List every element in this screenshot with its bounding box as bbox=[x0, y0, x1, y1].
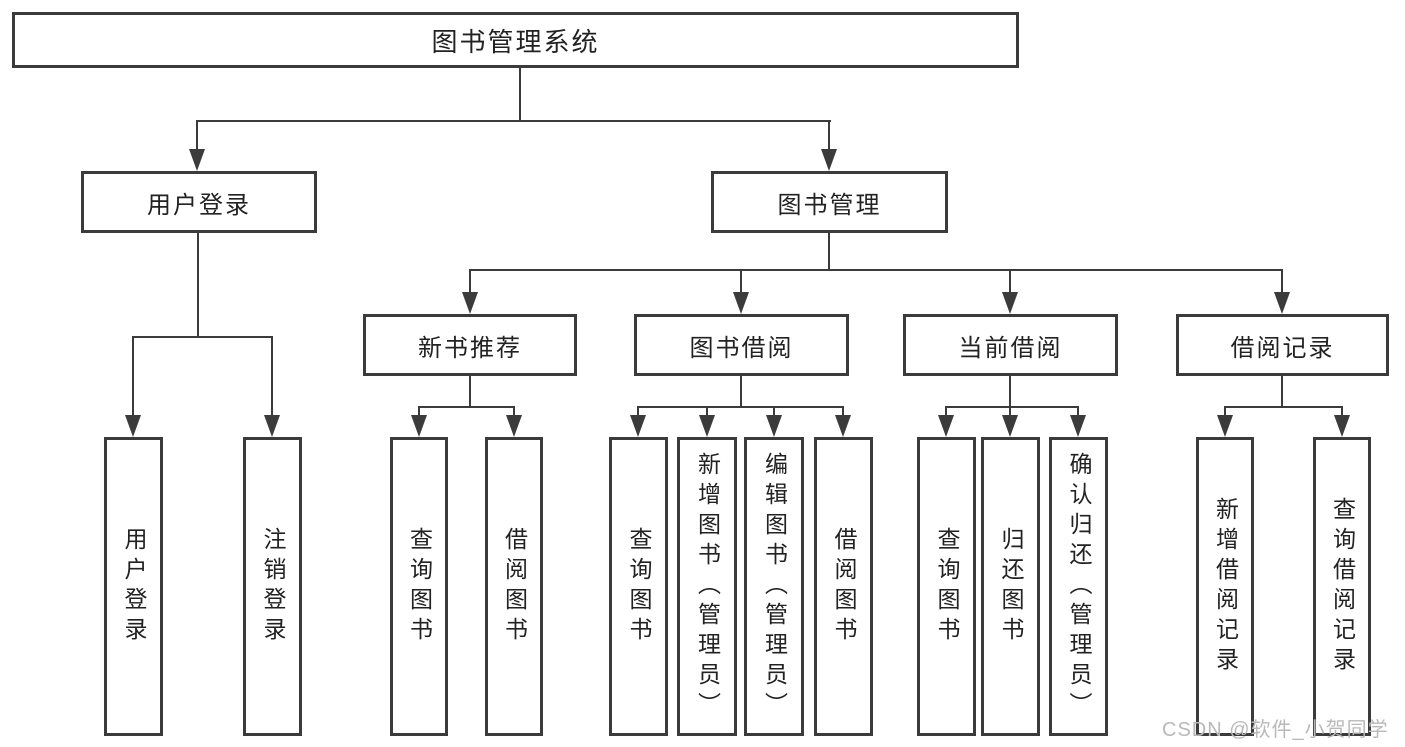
connector-line bbox=[271, 336, 273, 417]
leaf-newbooks-query-books: 查询图书 bbox=[390, 437, 448, 736]
arrow-down-icon bbox=[630, 415, 646, 437]
leaf-records-query-record: 查询借阅记录 bbox=[1313, 437, 1371, 736]
node-user-login: 用户登录 bbox=[81, 171, 317, 233]
arrow-down-icon bbox=[835, 415, 851, 437]
connector-line bbox=[196, 120, 831, 122]
connector-line bbox=[196, 120, 198, 151]
connector-line bbox=[469, 269, 1283, 271]
connector-line bbox=[637, 406, 639, 416]
connector-line bbox=[132, 336, 134, 417]
leaf-newbooks-borrow-books: 借阅图书 bbox=[485, 437, 543, 736]
connector-line bbox=[740, 269, 742, 294]
connector-line bbox=[828, 120, 830, 151]
leaf-borrow-query-books: 查询图书 bbox=[609, 437, 668, 736]
connector-line bbox=[1341, 406, 1343, 416]
leaf-user-login: 用户登录 bbox=[104, 437, 163, 736]
node-library-management-system: 图书管理系统 bbox=[12, 12, 1019, 68]
arrow-down-icon bbox=[733, 292, 749, 314]
connector-line bbox=[1077, 406, 1079, 416]
connector-line bbox=[418, 406, 515, 408]
connector-line bbox=[1281, 269, 1283, 294]
arrow-down-icon bbox=[938, 415, 954, 437]
connector-line bbox=[706, 406, 708, 416]
node-borrowing-records: 借阅记录 bbox=[1176, 314, 1389, 376]
arrow-down-icon bbox=[1070, 415, 1086, 437]
arrow-down-icon bbox=[1334, 415, 1350, 437]
connector-line bbox=[828, 232, 830, 271]
leaf-current-confirm-return-admin: 确认归还（管理员） bbox=[1049, 437, 1108, 736]
connector-line bbox=[1009, 406, 1011, 416]
connector-line bbox=[740, 375, 742, 408]
connector-line bbox=[513, 406, 515, 416]
leaf-logout: 注销登录 bbox=[243, 437, 302, 736]
arrow-down-icon bbox=[264, 415, 280, 437]
arrow-down-icon bbox=[699, 415, 715, 437]
node-new-book-recommendation: 新书推荐 bbox=[363, 314, 577, 376]
node-book-borrowing: 图书借阅 bbox=[634, 314, 849, 376]
arrow-down-icon bbox=[1002, 292, 1018, 314]
connector-line bbox=[945, 406, 947, 416]
connector-line bbox=[637, 406, 843, 408]
arrow-down-icon bbox=[1217, 415, 1233, 437]
connector-line bbox=[519, 67, 521, 122]
leaf-borrow-edit-books-admin: 编辑图书（管理员） bbox=[744, 437, 804, 736]
connector-line bbox=[842, 406, 844, 416]
leaf-borrow-add-books-admin: 新增图书（管理员） bbox=[677, 437, 737, 736]
node-book-management: 图书管理 bbox=[711, 171, 948, 233]
leaf-borrow-borrow-books: 借阅图书 bbox=[814, 437, 873, 736]
arrow-down-icon bbox=[506, 415, 522, 437]
connector-line bbox=[1009, 375, 1011, 408]
connector-line bbox=[469, 375, 471, 408]
connector-line bbox=[1009, 269, 1011, 294]
arrow-down-icon bbox=[462, 292, 478, 314]
leaf-current-query-books: 查询图书 bbox=[917, 437, 976, 736]
leaf-current-return-books: 归还图书 bbox=[981, 437, 1040, 736]
arrow-down-icon bbox=[821, 149, 837, 171]
arrow-down-icon bbox=[189, 149, 205, 171]
watermark-text: CSDN @软件_小贺同学 bbox=[1162, 719, 1389, 741]
arrow-down-icon bbox=[125, 415, 141, 437]
connector-line bbox=[469, 269, 471, 294]
arrow-down-icon bbox=[1274, 292, 1290, 314]
arrow-down-icon bbox=[411, 415, 427, 437]
connector-line bbox=[418, 406, 420, 416]
node-current-borrowing: 当前借阅 bbox=[903, 314, 1118, 376]
connector-line bbox=[1224, 406, 1226, 416]
connector-line bbox=[1281, 375, 1283, 408]
leaf-records-add-record: 新增借阅记录 bbox=[1196, 437, 1254, 736]
connector-line bbox=[773, 406, 775, 416]
connector-line bbox=[132, 336, 273, 338]
connector-line bbox=[197, 232, 199, 338]
connector-line bbox=[1224, 406, 1343, 408]
arrow-down-icon bbox=[766, 415, 782, 437]
arrow-down-icon bbox=[1002, 415, 1018, 437]
connector-line bbox=[945, 406, 1079, 408]
